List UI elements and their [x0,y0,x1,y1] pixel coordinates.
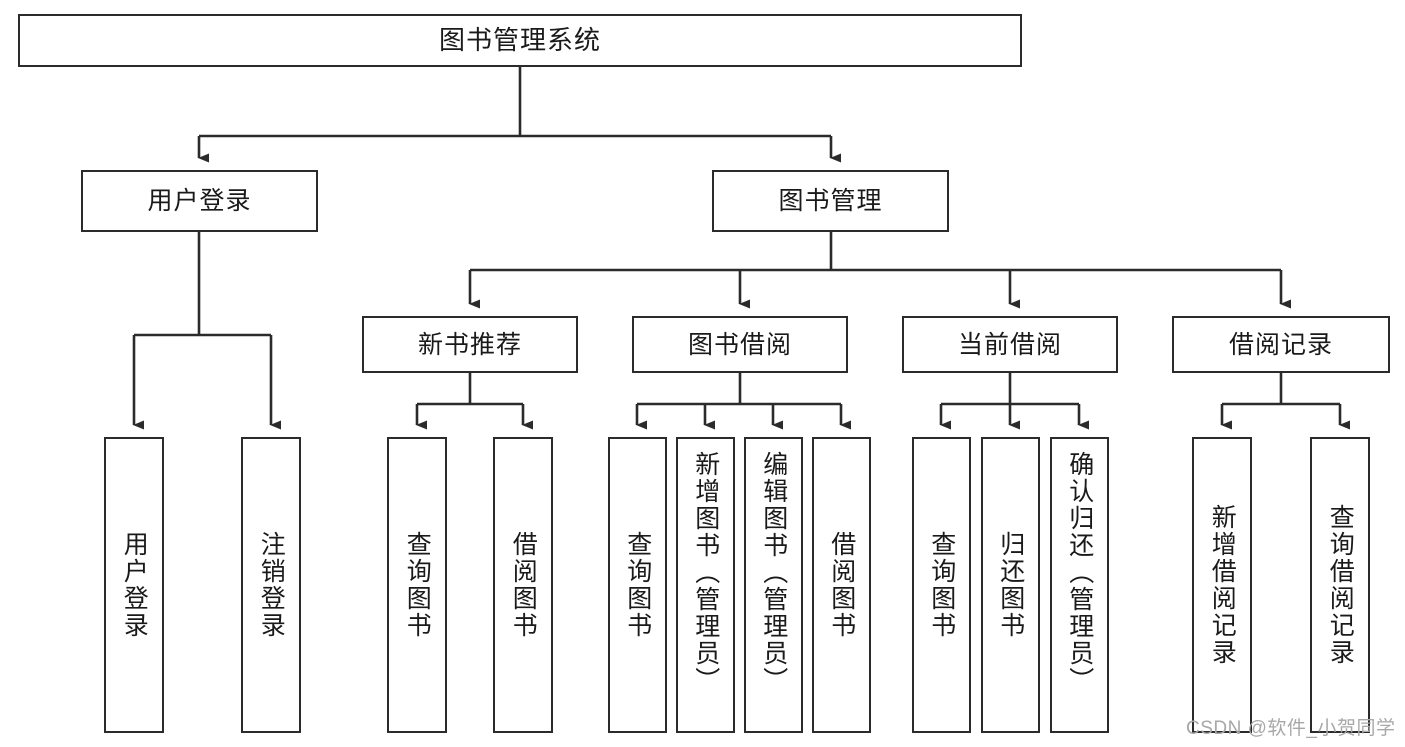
leaf-query-borrow-record[interactable]: 查询借阅记录 [1310,437,1370,733]
leaf-add-borrow-record[interactable]: 新增借阅记录 [1192,437,1252,733]
leaf-query-book-recommend[interactable]: 查询图书 [387,437,447,733]
leaf-label: 借阅图书 [827,531,856,639]
leaf-return-book[interactable]: 归还图书 [981,437,1040,733]
leaf-label: 查询图书 [403,531,432,639]
leaf-label: 归还图书 [996,531,1025,639]
node-book-borrow[interactable]: 图书借阅 [632,316,848,373]
leaf-query-book-current[interactable]: 查询图书 [912,437,971,733]
leaf-label: 注销登录 [257,531,286,639]
leaf-borrow-book-recommend[interactable]: 借阅图书 [493,437,553,733]
leaf-edit-book-admin[interactable]: 编辑图书（管理员） [744,437,803,733]
leaf-label: 用户登录 [120,531,149,639]
leaf-label: 查询图书 [927,531,956,639]
leaf-add-book-admin[interactable]: 新增图书（管理员） [676,437,735,733]
leaf-confirm-return-admin[interactable]: 确认归还（管理员） [1050,437,1109,733]
leaf-label: 编辑图书（管理员） [759,451,788,694]
leaf-query-book-borrow[interactable]: 查询图书 [608,437,667,733]
leaf-label: 确认归还（管理员） [1065,451,1094,694]
leaf-label: 查询借阅记录 [1326,504,1355,666]
leaf-label: 新增借阅记录 [1208,504,1237,666]
leaf-label: 查询图书 [623,531,652,639]
leaf-label: 借阅图书 [509,531,538,639]
node-borrow-record[interactable]: 借阅记录 [1172,316,1390,373]
leaf-logout[interactable]: 注销登录 [241,437,301,733]
leaf-user-login[interactable]: 用户登录 [104,437,164,733]
node-root-system[interactable]: 图书管理系统 [18,14,1022,67]
leaf-borrow-book[interactable]: 借阅图书 [812,437,871,733]
node-current-borrow[interactable]: 当前借阅 [902,316,1118,373]
csdn-watermark: CSDN @软件_小贺同学 [1186,718,1396,739]
leaf-label: 新增图书（管理员） [691,451,720,694]
node-new-book-recommend[interactable]: 新书推荐 [362,316,578,373]
node-user-login[interactable]: 用户登录 [81,170,318,232]
node-book-management[interactable]: 图书管理 [712,170,949,232]
